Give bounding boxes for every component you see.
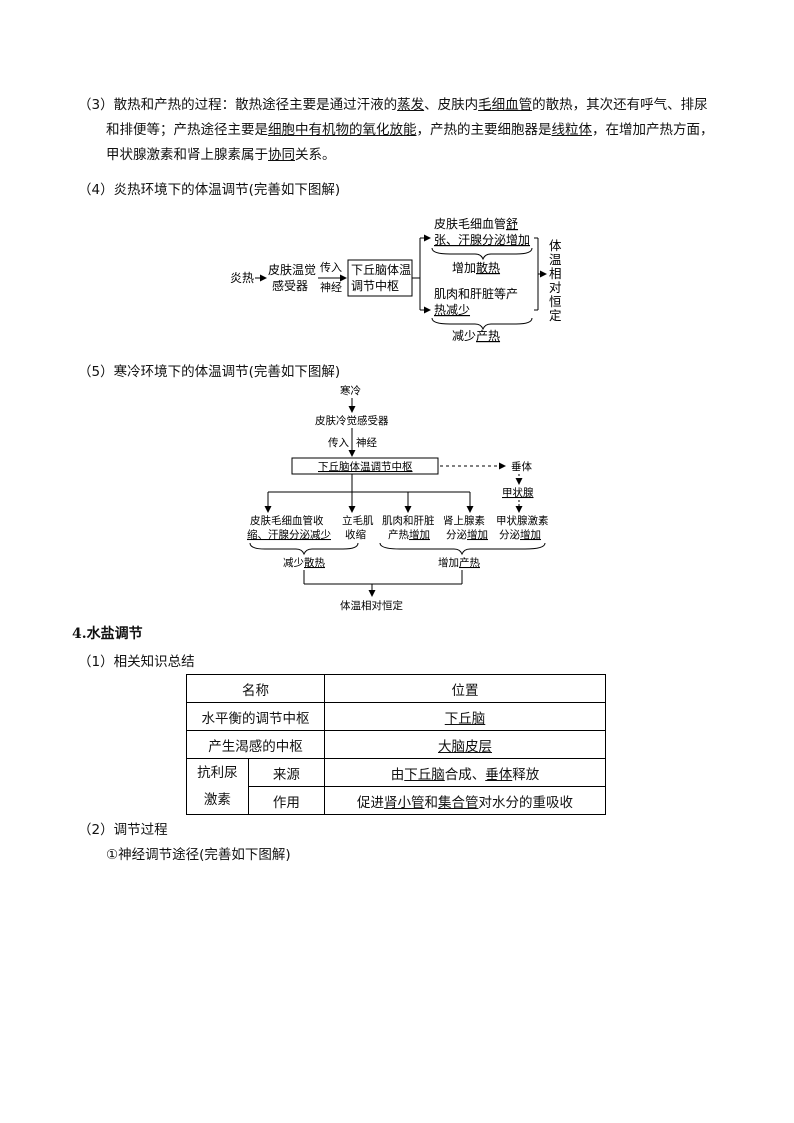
table-cell: 作用	[247, 786, 326, 815]
hot-result-char-1: 体	[549, 238, 562, 253]
cold-thyroid: 甲状腺	[502, 486, 534, 499]
svg-text:减少产热: 减少产热	[452, 329, 500, 343]
hot-result-char-6: 定	[549, 308, 562, 323]
table-cell: 产生渴感的中枢	[186, 730, 325, 759]
cold-start: 寒冷	[340, 384, 361, 397]
svg-text:分泌增加: 分泌增加	[499, 528, 541, 541]
hot-brace-bottom	[431, 317, 533, 331]
cold-receptor: 皮肤冷觉感受器	[315, 414, 389, 427]
hot-afferent: 传入	[320, 261, 342, 274]
svg-text:增加产热: 增加产热	[438, 556, 480, 569]
subsection-2a-title: ①神经调节途径(完善如下图解)	[106, 847, 291, 863]
table-cell-answer: 下丘脑	[324, 702, 606, 731]
section-water-salt-heading: 4.水盐调节	[72, 626, 143, 642]
cold-effect-2-line2: 收缩	[345, 528, 366, 541]
answer-synergy: 协同	[268, 147, 295, 163]
svg-text:增加散热: 增加散热	[452, 260, 500, 275]
table-row: 抗利尿激素 来源 由下丘脑合成、垂体释放	[186, 758, 606, 815]
hot-receptor-line2: 感受器	[272, 278, 308, 293]
cold-effect-3-line1: 肌肉和肝脏	[382, 514, 435, 527]
section-5-title: （5）寒冷环境下的体温调节(完善如下图解)	[78, 364, 341, 380]
hot-result-char-2: 温	[549, 252, 562, 267]
svg-text:减少散热: 减少散热	[283, 556, 325, 569]
table-row: 作用 促进肾小管和集合管对水分的重吸收	[187, 786, 606, 815]
cold-center-box	[291, 457, 439, 475]
hot-center-line2: 调节中枢	[351, 278, 399, 293]
hot-branch-2-line1: 肌肉和肝脏等产	[434, 286, 518, 301]
answer-capillary: 毛细血管	[478, 97, 533, 113]
answer-evaporation: 蒸发	[397, 97, 425, 113]
cold-result: 体温相对恒定	[340, 599, 403, 612]
cold-effect-4-line1: 肾上腺素	[443, 514, 485, 527]
cold-effect-2-line1: 立毛肌	[342, 514, 374, 527]
cold-brace-left	[249, 542, 359, 556]
hot-branch-2-answer: 热减少	[434, 303, 470, 317]
table-cell: 水平衡的调节中枢	[186, 702, 325, 731]
section-3-label: （3）	[78, 97, 114, 113]
section-4-title: （4）炎热环境下的体温调节(完善如下图解)	[78, 182, 341, 198]
table-header-location: 位置	[324, 674, 606, 703]
table-cell: 来源	[247, 758, 326, 787]
cold-pituitary: 垂体	[511, 461, 532, 473]
hot-result-char-4: 对	[549, 280, 562, 295]
answer-oxidation: 细胞中有机物的氧化放能	[268, 122, 417, 138]
table-row: 名称 位置	[186, 674, 606, 703]
cold-center: 下丘脑体温调节中枢	[318, 460, 413, 473]
cold-effect-1-answer: 缩、汗腺分泌减少	[247, 528, 331, 541]
knowledge-table: 名称 位置 水平衡的调节中枢 下丘脑 产生渴感的中枢 大脑皮层 抗利尿激素 来源…	[186, 674, 606, 815]
cold-regulation-diagram: 寒冷 皮肤冷觉感受器 传入 神经 下丘脑体温调节中枢 垂体 甲状腺 皮肤毛细血管…	[247, 384, 549, 612]
hot-brace-top	[431, 247, 533, 261]
subsection-2-title: （2）调节过程	[78, 822, 168, 838]
hot-branch-1-answer: 张、汗腺分泌增加	[434, 233, 530, 247]
section-3-paragraph: （3）散热和产热的过程：散热途径主要是通过汗液的蒸发、皮肤内毛细血管的散热，其次…	[78, 97, 714, 163]
table-row: 产生渴感的中枢 大脑皮层	[186, 730, 606, 759]
hot-result-char-5: 恒	[549, 294, 562, 309]
hot-center-line1: 下丘脑体温	[351, 263, 411, 277]
hot-nerve: 神经	[320, 280, 342, 294]
answer-mitochondria: 线粒体	[551, 122, 593, 138]
subsection-1-title: （1）相关知识总结	[78, 654, 195, 670]
svg-text:分泌增加: 分泌增加	[446, 528, 488, 541]
cold-afferent: 传入	[328, 437, 349, 449]
hot-receptor-line1: 皮肤温觉	[268, 262, 316, 277]
table-cell-adh: 抗利尿激素	[186, 758, 249, 815]
table-cell-source: 由下丘脑合成、垂体释放	[324, 758, 606, 787]
table-row: 水平衡的调节中枢 下丘脑	[186, 702, 606, 731]
cold-brace-right	[379, 542, 546, 556]
svg-text:皮肤毛细血管舒: 皮肤毛细血管舒	[434, 216, 518, 231]
cold-effect-1-line1: 皮肤毛细血管收	[250, 514, 324, 527]
cold-effect-5-line1: 甲状腺激素	[496, 514, 549, 527]
table-header-name: 名称	[186, 674, 325, 703]
hot-result-char-3: 相	[549, 266, 562, 281]
svg-text:产热增加: 产热增加	[388, 528, 430, 541]
table-cell-function: 促进肾小管和集合管对水分的重吸收	[324, 786, 606, 815]
table-cell-answer: 大脑皮层	[324, 730, 606, 759]
hot-start: 炎热	[230, 271, 254, 285]
cold-nerve: 神经	[356, 436, 377, 449]
hot-regulation-diagram: 炎热 皮肤温觉 感受器 传入 神经 下丘脑体温 调节中枢 皮肤毛细血管舒 张、汗…	[230, 216, 562, 343]
